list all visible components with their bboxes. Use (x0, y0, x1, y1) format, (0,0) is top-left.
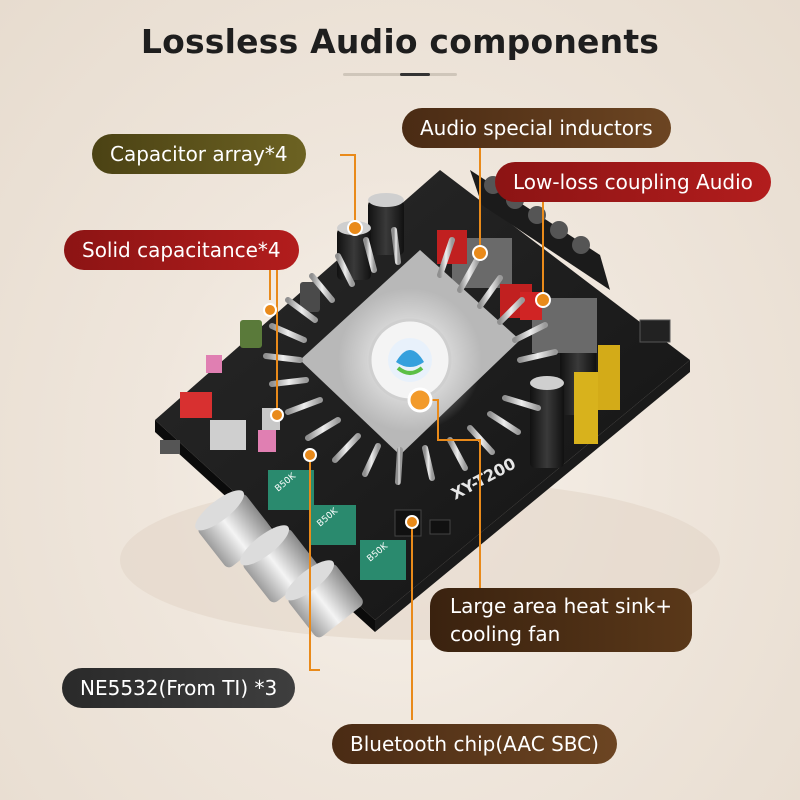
ne5532-label: NE5532(From TI) *3 (62, 668, 296, 708)
potentiometers: B50K B50K B50K (268, 470, 406, 580)
heat-sink-label-line1: Large area heat sink+ (450, 594, 673, 618)
leader-lines (269, 148, 544, 720)
coupling-label: Low-loss coupling Audio (495, 162, 771, 202)
volume-knobs (195, 490, 363, 638)
bluetooth-label: Bluetooth chip(AAC SBC) (332, 724, 617, 764)
terminal-block (470, 170, 610, 290)
solid-capacitance-label: Solid capacitance*4 (64, 230, 299, 270)
page-title: Lossless Audio components (140, 22, 660, 61)
capacitor-array-label: Capacitor array*4 (92, 134, 306, 174)
audio-inductors-label: Audio special inductors (402, 108, 671, 148)
title-underline-accent (400, 73, 430, 76)
heat-sink-label-line2: cooling fan (450, 622, 561, 646)
heat-sink-label: Large area heat sink+ cooling fan (430, 588, 693, 652)
heat-sink (263, 222, 558, 485)
indicator-dots (263, 220, 551, 529)
